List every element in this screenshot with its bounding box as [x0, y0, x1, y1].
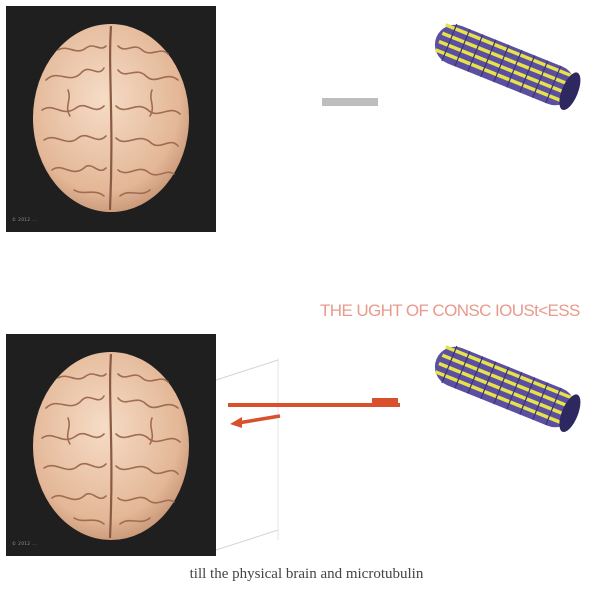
perspective-lines	[216, 350, 286, 560]
watermark: © 2012 ...	[12, 217, 38, 222]
brain-illustration	[28, 348, 194, 544]
connector-tab	[372, 398, 398, 404]
caption: till the physical brain and microtubulin	[0, 566, 613, 583]
brain-illustration	[28, 20, 194, 216]
separator-bar	[322, 98, 378, 106]
brain-image-top: © 2012 ...	[6, 6, 216, 232]
headline: THE UGHT OF CONSC IOUSt<ESS	[320, 301, 580, 321]
arrow-left-icon	[228, 410, 284, 430]
watermark: © 2012 ...	[12, 541, 38, 546]
microtubule-image-bottom	[425, 340, 585, 435]
microtubule-image-top	[425, 18, 585, 113]
brain-image-bottom: © 2012 ...	[6, 334, 216, 556]
